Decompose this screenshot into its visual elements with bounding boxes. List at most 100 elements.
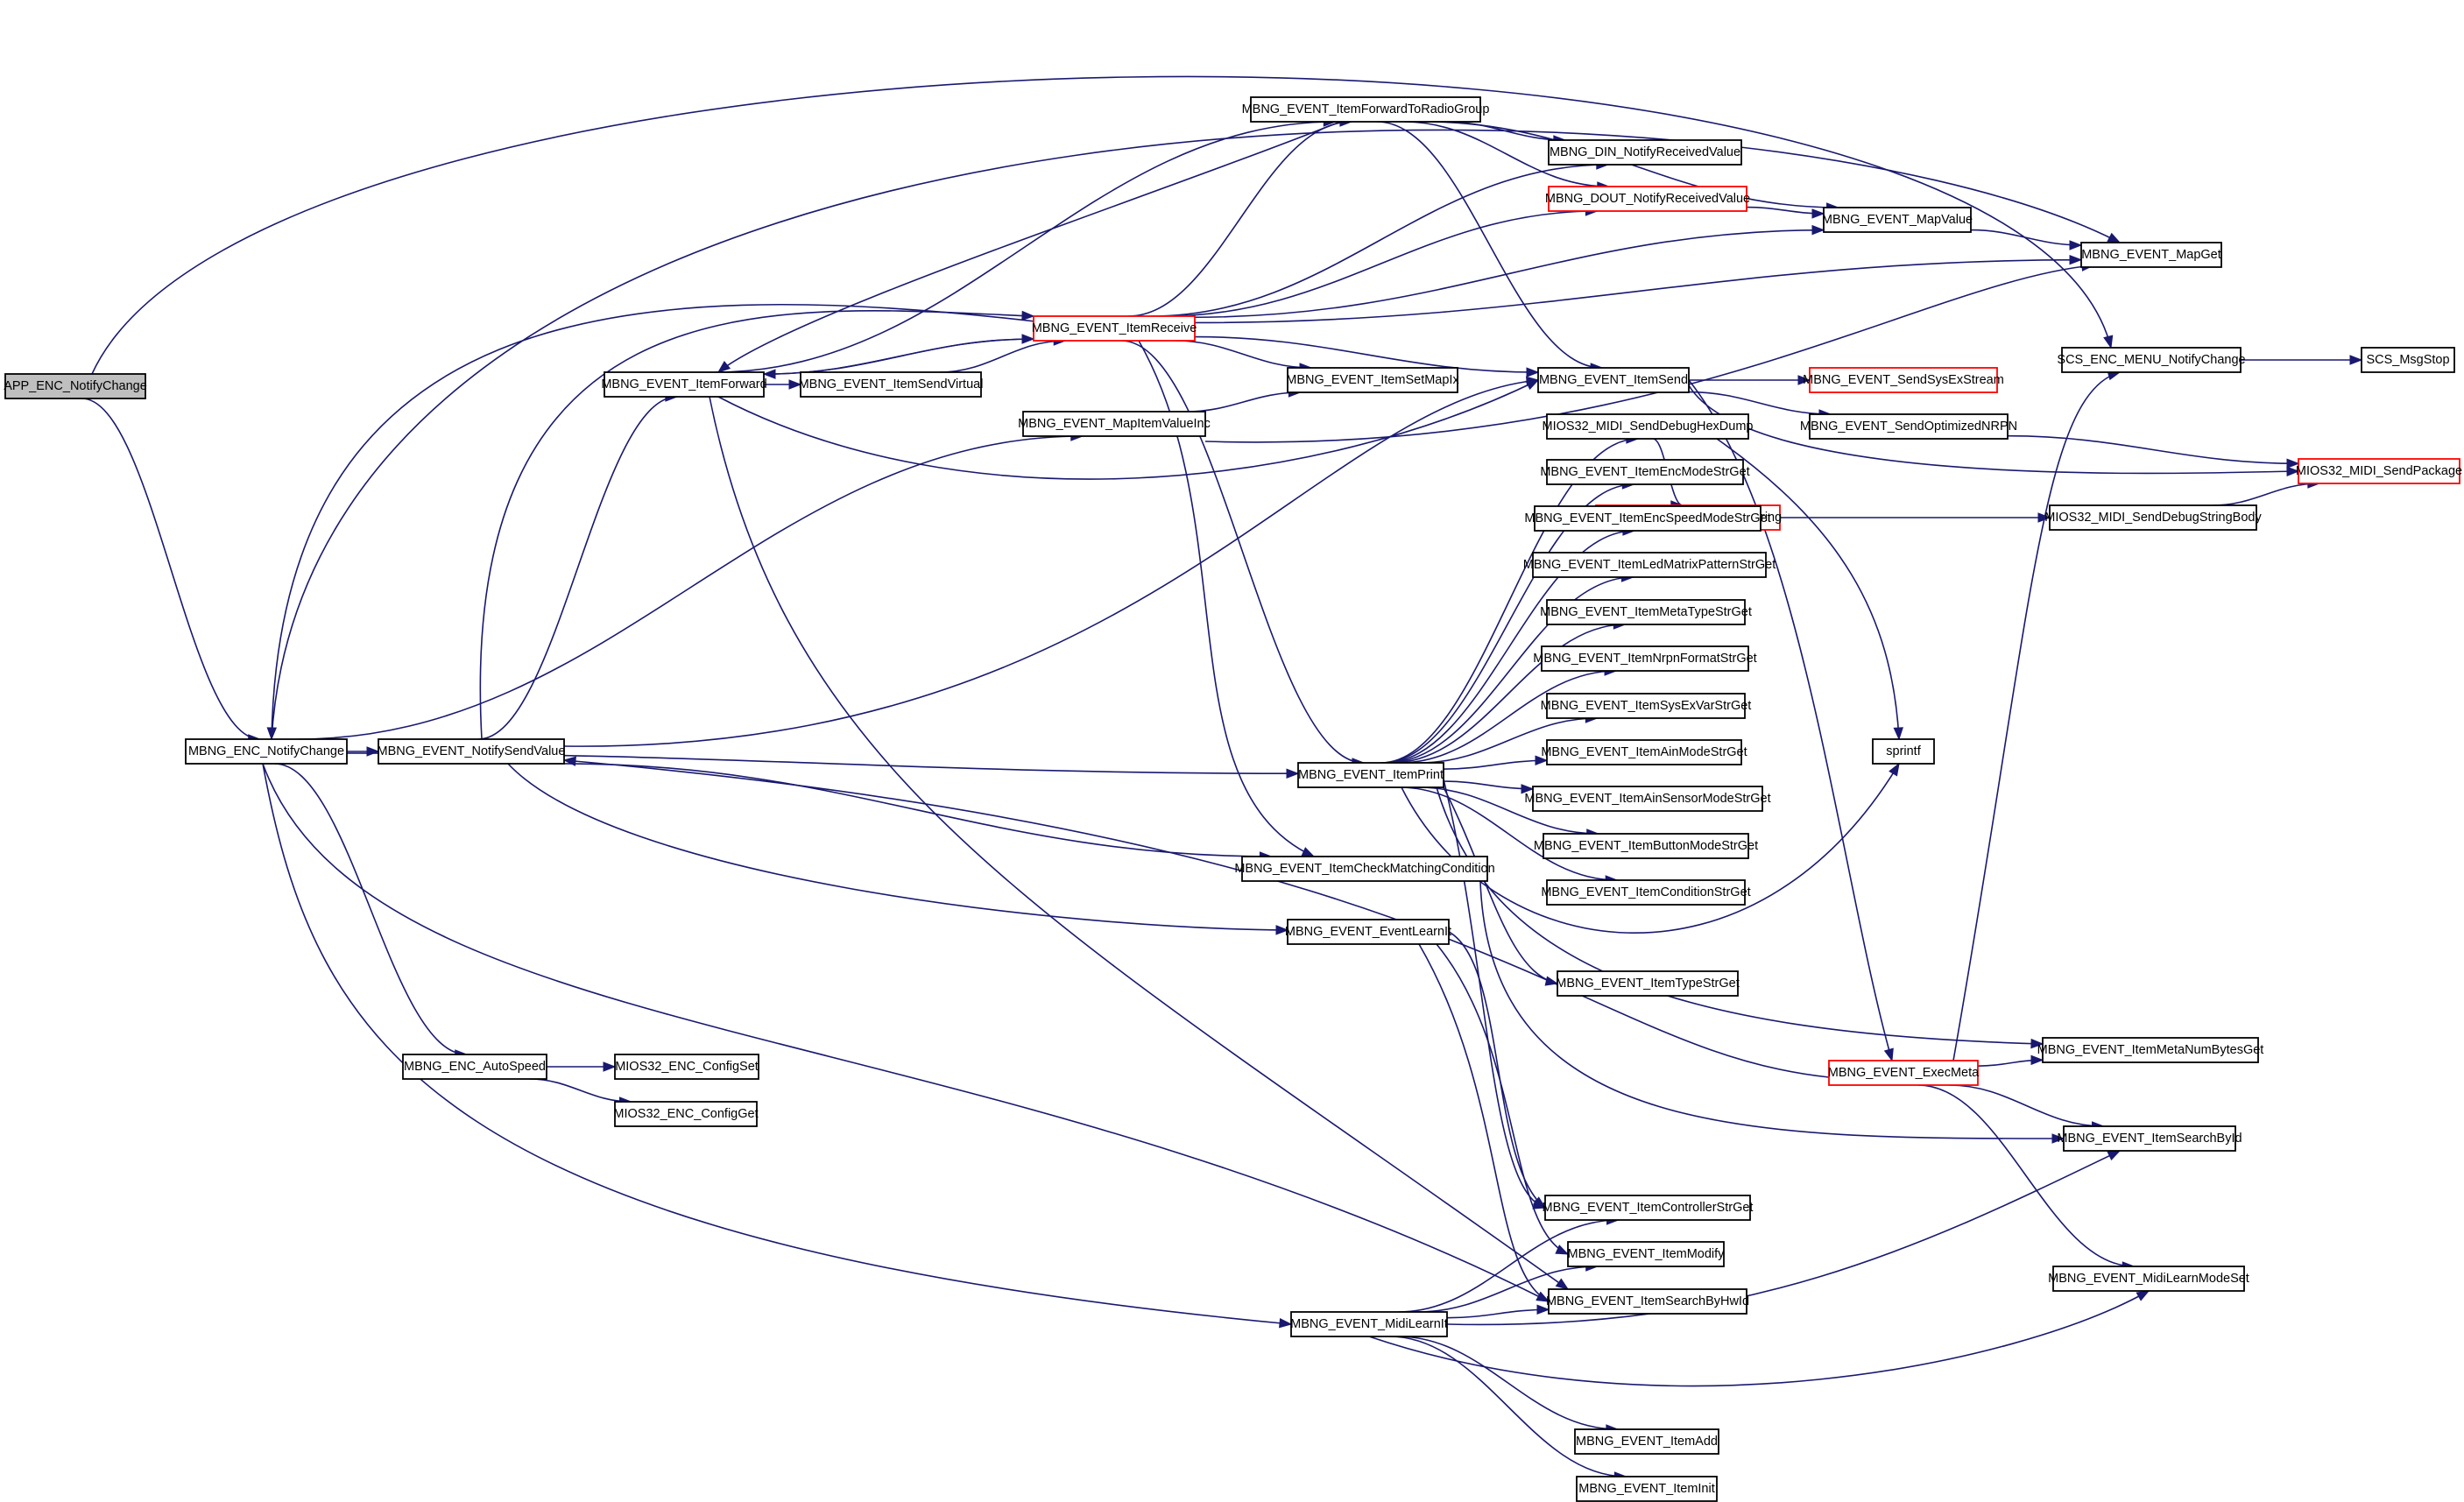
node-mbng-event-itemainmodestrget[interactable]: MBNG_EVENT_ItemAinModeStrGet bbox=[1541, 739, 1747, 765]
node-mios32-midi-sendpackage[interactable]: MIOS32_MIDI_SendPackage bbox=[2296, 458, 2462, 484]
node-label: MBNG_EVENT_ItemAdd bbox=[1576, 1435, 1718, 1449]
node-label: MBNG_DIN_NotifyReceivedValue bbox=[1550, 145, 1740, 159]
node-sprintf[interactable]: sprintf bbox=[1872, 738, 1935, 765]
node-mbng-event-execmeta[interactable]: MBNG_EVENT_ExecMeta bbox=[1828, 1060, 1980, 1086]
node-mbng-event-sendoptimizednrpn[interactable]: MBNG_EVENT_SendOptimizedNRPN bbox=[1800, 413, 2017, 440]
node-mbng-event-eventlearnit[interactable]: MBNG_EVENT_EventLearnIt bbox=[1285, 919, 1451, 945]
node-label: MBNG_EVENT_ItemPrint bbox=[1298, 768, 1444, 782]
node-mbng-event-itemmetatypestrget[interactable]: MBNG_EVENT_ItemMetaTypeStrGet bbox=[1540, 599, 1752, 625]
node-mbng-event-mapvalue[interactable]: MBNG_EVENT_MapValue bbox=[1822, 207, 1973, 233]
node-box bbox=[1872, 738, 1935, 765]
node-mbng-event-itemcheckmatchingcondition[interactable]: MBNG_EVENT_ItemCheckMatchingCondition bbox=[1234, 856, 1495, 882]
node-mbng-event-itemsendvirtual[interactable]: MBNG_EVENT_ItemSendVirtual bbox=[799, 371, 984, 398]
edge-mbng-event-itemreceive-to-mbng-event-mapvalue bbox=[1194, 224, 1825, 319]
node-mbng-dout-notifyreceivedvalue[interactable]: MBNG_DOUT_NotifyReceivedValue bbox=[1545, 186, 1750, 212]
node-mbng-event-itemreceive[interactable]: MBNG_EVENT_ItemReceive bbox=[1032, 315, 1197, 342]
node-label: MBNG_EVENT_ItemMetaTypeStrGet bbox=[1540, 605, 1752, 619]
node-box bbox=[2052, 1266, 2245, 1292]
node-mbng-event-itemledmatrixpatternstrget[interactable]: MBNG_EVENT_ItemLedMatrixPatternStrGet bbox=[1523, 552, 1776, 578]
node-box bbox=[2042, 1037, 2259, 1063]
node-label: MBNG_EVENT_ItemReceive bbox=[1032, 321, 1197, 335]
node-label: MBNG_EVENT_ItemSetMapIx bbox=[1286, 373, 1459, 387]
node-mbng-event-itemsearchbyid[interactable]: MBNG_EVENT_ItemSearchById bbox=[2057, 1125, 2242, 1152]
node-mbng-event-itemforward[interactable]: MBNG_EVENT_ItemForward bbox=[601, 371, 767, 398]
node-label: MBNG_EVENT_ItemModify bbox=[1568, 1247, 1726, 1261]
node-mbng-event-itemconditionstrget[interactable]: MBNG_EVENT_ItemConditionStrGet bbox=[1541, 879, 1751, 906]
node-label: MBNG_EVENT_SendSysExStream bbox=[1803, 373, 2004, 387]
node-mbng-event-itemtypestrget[interactable]: MBNG_EVENT_ItemTypeStrGet bbox=[1556, 970, 1740, 997]
edge-mbng-enc-autospeed-to-mios32-enc-configset bbox=[546, 1061, 617, 1072]
node-mbng-event-itemmodify[interactable]: MBNG_EVENT_ItemModify bbox=[1567, 1241, 1726, 1267]
node-box bbox=[1250, 96, 1481, 123]
node-box bbox=[1287, 367, 1458, 393]
node-mbng-event-midilearnmodeset[interactable]: MBNG_EVENT_MidiLearnModeSet bbox=[2048, 1266, 2249, 1292]
node-label: MBNG_EVENT_ItemControllerStrGet bbox=[1543, 1201, 1754, 1215]
node-label: MBNG_EVENT_ItemForward bbox=[601, 377, 766, 391]
node-mbng-enc-notifychange[interactable]: MBNG_ENC_NotifyChange bbox=[185, 738, 348, 765]
edge-mbng-event-itemreceive-to-mbng-dout-notifyreceivedvalue bbox=[1164, 206, 1599, 317]
node-mbng-event-iteminit[interactable]: MBNG_EVENT_ItemInit bbox=[1576, 1476, 1718, 1502]
edge-mbng-enc-notifychange-to-mbng-event-midilearnit bbox=[262, 763, 1293, 1329]
node-mbng-event-itemencspeedmodestrget[interactable]: MBNG_EVENT_ItemEncSpeedModeStrGet bbox=[1524, 505, 1771, 532]
node-mbng-event-notifysendvalue[interactable]: MBNG_EVENT_NotifySendValue bbox=[378, 738, 566, 765]
node-mios32-enc-configset[interactable]: MIOS32_ENC_ConfigSet bbox=[614, 1054, 759, 1080]
node-label: MBNG_EVENT_ItemEncModeStrGet bbox=[1540, 465, 1749, 479]
node-mbng-event-itemnrpnformatstrget[interactable]: MBNG_EVENT_ItemNrpnFormatStrGet bbox=[1533, 645, 1757, 672]
node-mios32-midi-senddebugstringbody[interactable]: MIOS32_MIDI_SendDebugStringBody bbox=[2044, 504, 2262, 531]
node-label: MIOS32_MIDI_SendDebugHexDump bbox=[1543, 420, 1754, 434]
node-box bbox=[1809, 367, 1998, 393]
edge-mbng-event-itemreceive-to-mbng-event-itemprint bbox=[1121, 340, 1366, 768]
node-box bbox=[1297, 762, 1444, 788]
node-label: MBNG_DOUT_NotifyReceivedValue bbox=[1545, 192, 1750, 206]
node-mbng-event-itemsysexvarstrget[interactable]: MBNG_EVENT_ItemSysExVarStrGet bbox=[1541, 693, 1752, 719]
edge-mbng-enc-notifychange-to-mbng-event-notifysendvalue bbox=[346, 746, 380, 757]
node-label: MBNG_EVENT_ItemSearchByHwId bbox=[1546, 1294, 1749, 1308]
node-label: MIOS32_MIDI_SendDebugStringBody bbox=[2044, 511, 2262, 525]
node-mbng-event-itemforwardtoradiogroup[interactable]: MBNG_EVENT_ItemForwardToRadioGroup bbox=[1242, 96, 1490, 123]
node-label: MBNG_EVENT_ItemAinSensorModeStrGet bbox=[1524, 792, 1770, 806]
node-mbng-event-itemcontrollerstrget[interactable]: MBNG_EVENT_ItemControllerStrGet bbox=[1543, 1195, 1754, 1221]
node-mbng-din-notifyreceivedvalue[interactable]: MBNG_DIN_NotifyReceivedValue bbox=[1548, 139, 1742, 166]
node-mbng-event-itemsetmapix[interactable]: MBNG_EVENT_ItemSetMapIx bbox=[1286, 367, 1459, 393]
node-mios32-enc-configget[interactable]: MIOS32_ENC_ConfigGet bbox=[613, 1101, 759, 1127]
node-box bbox=[1546, 413, 1749, 440]
node-box bbox=[604, 371, 765, 398]
node-box bbox=[1546, 879, 1746, 906]
edge-mios32-midi-senddebugstring-to-mios32-midi-senddebugstringbody bbox=[1780, 512, 2051, 523]
node-mbng-event-itemsend[interactable]: MBNG_EVENT_ItemSend bbox=[1537, 367, 1690, 393]
node-label: MBNG_EVENT_ItemLedMatrixPatternStrGet bbox=[1523, 558, 1776, 572]
edge-mbng-event-sendoptimizednrpn-to-mios32-midi-sendpackage bbox=[2007, 434, 2300, 469]
edge-mbng-event-itemprint-to-mbng-event-itemainmodestrget bbox=[1443, 755, 1549, 770]
edge-mbng-event-itemsendvirtual-to-mbng-event-itemreceive bbox=[939, 335, 1067, 373]
node-mbng-event-itemencmodestrget[interactable]: MBNG_EVENT_ItemEncModeStrGet bbox=[1540, 459, 1750, 485]
node-mbng-enc-autospeed[interactable]: MBNG_ENC_AutoSpeed bbox=[402, 1054, 547, 1080]
edge-mbng-event-midilearnit-to-mbng-event-itemadd bbox=[1398, 1336, 1620, 1435]
node-scs-enc-menu-notifychange[interactable]: SCS_ENC_MENU_NotifyChange bbox=[2057, 347, 2246, 373]
node-mbng-event-sendsysexstream[interactable]: MBNG_EVENT_SendSysExStream bbox=[1803, 367, 2004, 393]
node-box bbox=[1828, 1060, 1979, 1086]
node-mbng-event-mapitemvalueinc[interactable]: MBNG_EVENT_MapItemValueInc bbox=[1018, 411, 1211, 437]
node-mbng-event-itemadd[interactable]: MBNG_EVENT_ItemAdd bbox=[1574, 1428, 1719, 1455]
node-label: MBNG_EVENT_ItemConditionStrGet bbox=[1541, 885, 1750, 899]
node-app-enc-notifychange[interactable]: APP_ENC_NotifyChange bbox=[4, 373, 147, 399]
node-box bbox=[1823, 207, 1972, 233]
edge-mbng-event-eventlearnit-to-mbng-event-itemmodify bbox=[1436, 943, 1570, 1255]
node-label: MBNG_ENC_AutoSpeed bbox=[404, 1060, 546, 1074]
node-scs-msgstop[interactable]: SCS_MsgStop bbox=[2361, 347, 2455, 373]
node-mbng-event-itemprint[interactable]: MBNG_EVENT_ItemPrint bbox=[1297, 762, 1444, 788]
node-box bbox=[1809, 413, 2009, 440]
node-mios32-midi-senddebughexdump[interactable]: MIOS32_MIDI_SendDebugHexDump bbox=[1543, 413, 1754, 440]
node-mbng-event-itemainsensormodestrget[interactable]: MBNG_EVENT_ItemAinSensorModeStrGet bbox=[1524, 786, 1771, 812]
edge-mbng-event-itemforward-to-mbng-event-itemsend bbox=[717, 379, 1540, 480]
node-mbng-event-mapget[interactable]: MBNG_EVENT_MapGet bbox=[2080, 242, 2222, 268]
node-mbng-event-itemmetanumbytesget[interactable]: MBNG_EVENT_ItemMetaNumBytesGet bbox=[2037, 1037, 2264, 1063]
node-mbng-event-itembuttonmodestrget[interactable]: MBNG_EVENT_ItemButtonModeStrGet bbox=[1534, 833, 1758, 859]
edge-mbng-event-itemprint-to-mbng-event-itemcontrollerstrget bbox=[1443, 779, 1547, 1209]
node-label: MBNG_EVENT_ExecMeta bbox=[1828, 1066, 1980, 1080]
node-box bbox=[1033, 315, 1196, 342]
node-mbng-event-itemsearchbyhwid[interactable]: MBNG_EVENT_ItemSearchByHwId bbox=[1546, 1288, 1749, 1315]
node-label: MBNG_EVENT_NotifySendValue bbox=[378, 744, 566, 758]
node-label: sprintf bbox=[1886, 744, 1921, 758]
node-mbng-event-midilearnit[interactable]: MBNG_EVENT_MidiLearnIt bbox=[1290, 1311, 1448, 1337]
edge-mbng-event-itemforward-to-mbng-event-itemsendvirtual bbox=[764, 379, 802, 390]
